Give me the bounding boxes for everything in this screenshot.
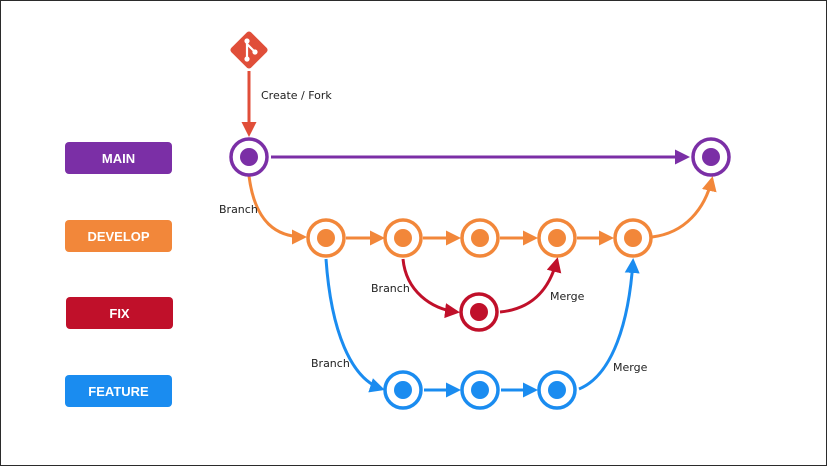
commit-node-develop-3 <box>460 218 500 258</box>
commit-node-feature-2 <box>460 370 500 410</box>
commit-node-fix-1 <box>459 292 499 332</box>
lane-feature-label: FEATURE <box>88 384 149 399</box>
edge-merge-develop-main <box>651 176 717 239</box>
commit-node-feature-1 <box>383 370 423 410</box>
commit-node-develop-1 <box>306 218 346 258</box>
lane-develop: DEVELOP <box>65 220 172 252</box>
label-branch-main-develop: Branch <box>219 203 258 216</box>
commit-node-main-end <box>691 137 731 177</box>
label-branch-develop-fix: Branch <box>371 282 410 295</box>
commit-node-main-start <box>229 137 269 177</box>
edge-branch-main-develop <box>247 175 307 245</box>
commit-node-develop-2 <box>383 218 423 258</box>
lane-fix-label: FIX <box>109 306 130 321</box>
edge-branch-develop-fix <box>401 258 460 319</box>
label-create-fork: Create / Fork <box>261 89 332 102</box>
lane-fix: FIX <box>66 297 173 329</box>
label-merge-feature-develop: Merge <box>613 361 648 374</box>
lane-main: MAIN <box>65 142 172 174</box>
label-branch-develop-feature: Branch <box>311 357 350 370</box>
label-merge-fix-develop: Merge <box>550 290 585 303</box>
lane-main-label: MAIN <box>102 151 135 166</box>
edge-merge-fix-develop <box>499 257 562 314</box>
lane-feature: FEATURE <box>65 375 172 407</box>
edge-merge-feature-develop <box>578 258 640 391</box>
commit-node-develop-4 <box>537 218 577 258</box>
edge-branch-develop-feature <box>324 258 385 393</box>
commit-node-develop-5 <box>613 218 653 258</box>
git-logo-icon <box>230 31 268 69</box>
commit-node-feature-3 <box>537 370 577 410</box>
lane-develop-label: DEVELOP <box>87 229 149 244</box>
